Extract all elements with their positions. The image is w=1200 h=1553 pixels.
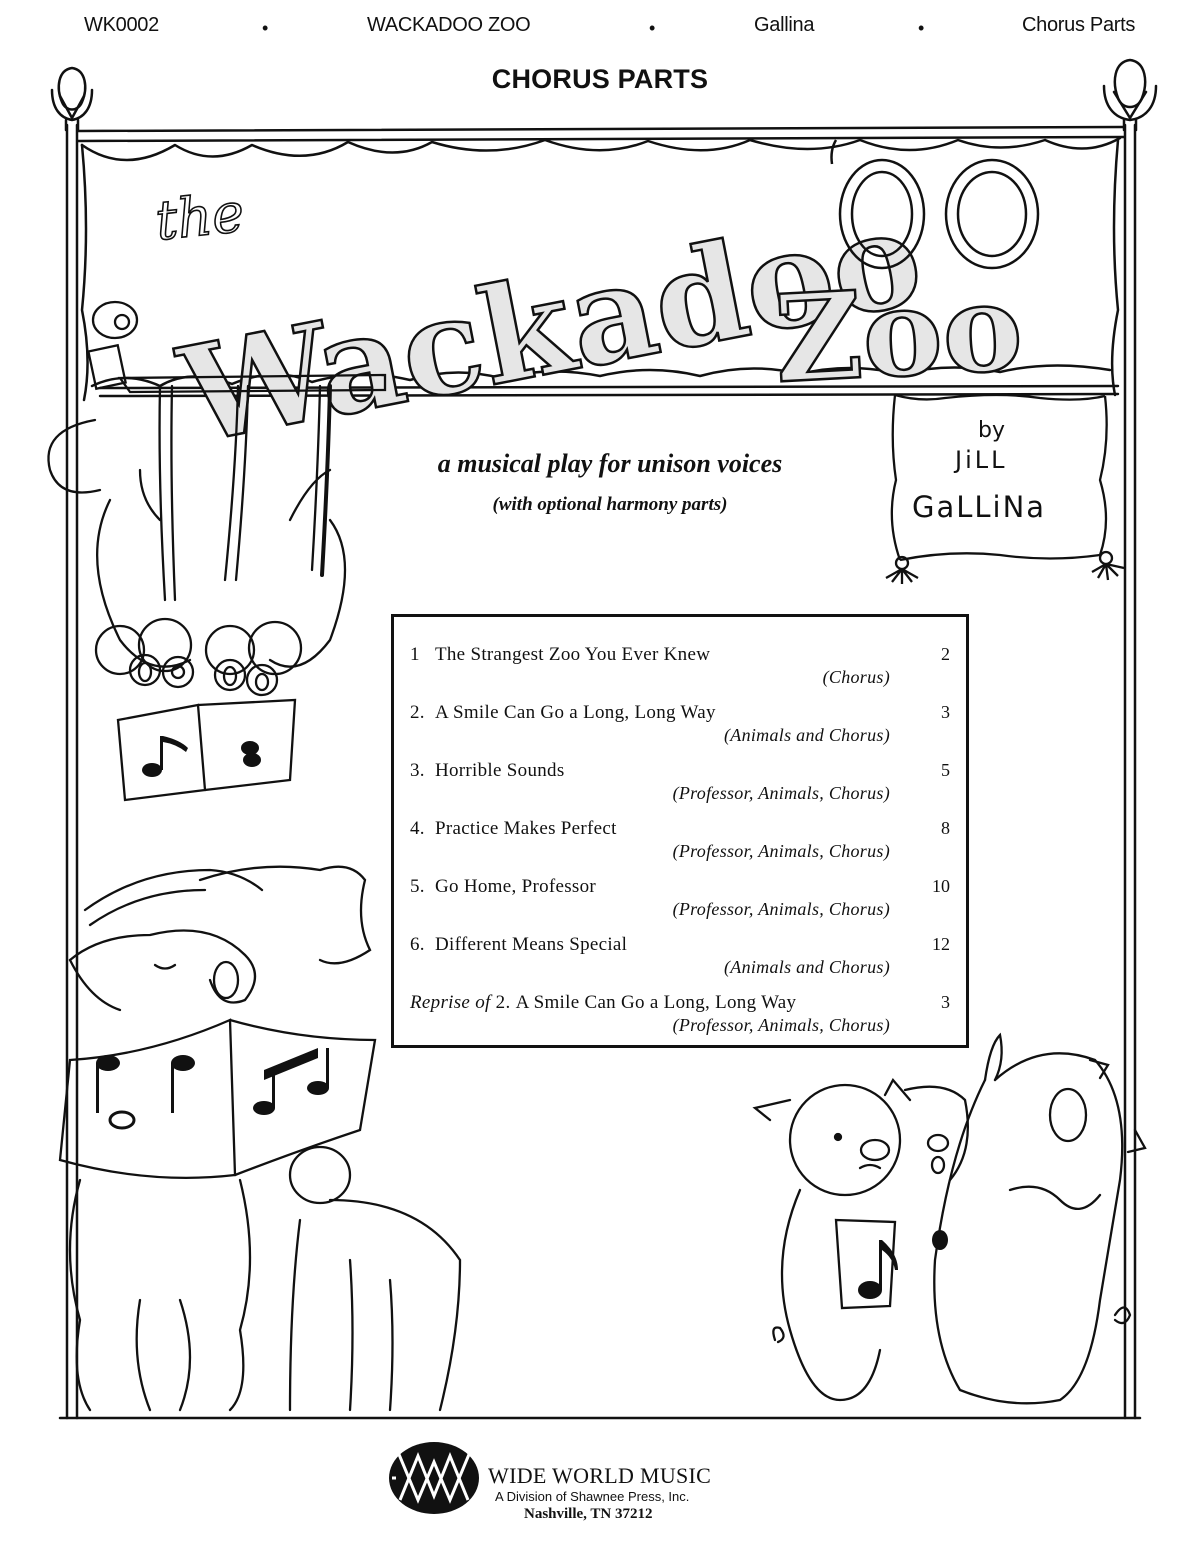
banner-title-word2: Zoo (771, 257, 1026, 411)
composer-name: Gallina (754, 14, 815, 36)
toc-entry-page: 12 (932, 934, 950, 954)
subtitle-line-1: a musical play for unison voices (437, 449, 783, 478)
toc-entry-cast: (Animals and Chorus) (723, 957, 890, 977)
toc-entry-page: 3 (941, 992, 950, 1012)
toc-entry-page: 3 (941, 702, 950, 722)
wide-world-music-logo-icon (389, 1442, 479, 1514)
tulip-finial-icon (50, 66, 94, 132)
toc-entry-title: 3. Horrible Sounds (410, 760, 565, 781)
music-note-icon (96, 1048, 329, 1130)
toc-entry-cast: (Professor, Animals, Chorus) (672, 841, 890, 861)
toc-entry-cast: (Professor, Animals, Chorus) (672, 899, 890, 919)
subtitle-line-2: (with optional harmony parts) (492, 494, 728, 515)
toc-entry-cast: (Professor, Animals, Chorus) (672, 1015, 890, 1035)
frame-left-post (65, 123, 79, 1420)
toc-entry-title: 6. Different Means Special (410, 934, 628, 955)
monkeys-hanging-from-rod-icon (47, 300, 387, 802)
frame-right-post (1123, 123, 1137, 1420)
toc-entry-title: 5. Go Home, Professor (410, 876, 597, 897)
snake-letter-icon (830, 139, 1040, 270)
author-by-label: by (978, 418, 1005, 443)
toc-entry-cast: (Animals and Chorus) (723, 725, 890, 745)
publisher-name: WIDE WORLD MUSIC (488, 1463, 712, 1488)
work-title: WACKADOO ZOO (367, 14, 531, 36)
table-of-contents: 1 The Strangest Zoo You Ever Knew 2 (Cho… (391, 614, 969, 1048)
toc-entry-cast: (Professor, Animals, Chorus) (672, 783, 890, 803)
toc-entry-page: 8 (941, 818, 950, 838)
toc-entry: 3. Horrible Sounds 5 (Professor, Animals… (394, 760, 966, 818)
publisher-city: Nashville, TN 37212 (524, 1506, 653, 1522)
separator-dot: • (262, 18, 269, 38)
toc-entry-title: 4. Practice Makes Perfect (410, 818, 617, 839)
tulip-finial-icon (1102, 58, 1158, 132)
toc-entry-page: 2 (941, 644, 950, 664)
page-title: CHORUS PARTS (491, 64, 709, 94)
banner-article: the (152, 181, 247, 253)
toc-entry-title: 2. A Smile Can Go a Long, Long Way (410, 702, 716, 723)
toc-entry-title: 1 The Strangest Zoo You Ever Knew (410, 644, 711, 665)
toc-entry: 2. A Smile Can Go a Long, Long Way 3 (An… (394, 702, 966, 760)
separator-dot: • (649, 18, 656, 38)
toc-entry: 6. Different Means Special 12 (Animals a… (394, 934, 966, 992)
author-sign (885, 393, 1125, 584)
toc-entry: 4. Practice Makes Perfect 8 (Professor, … (394, 818, 966, 876)
toc-entry: Reprise of 2. A Smile Can Go a Long, Lon… (394, 992, 966, 1050)
pigs-singing-icon (752, 1032, 1147, 1405)
music-note-icon (142, 736, 261, 777)
toc-entry: 1 The Strangest Zoo You Ever Knew 2 (Cho… (394, 644, 966, 702)
toc-entry-cast: (Chorus) (822, 667, 890, 687)
music-note-icon (858, 1230, 948, 1299)
separator-dot: • (918, 18, 925, 38)
toc-entry-page: 5 (941, 760, 950, 780)
goats-singing-icon (58, 865, 462, 1412)
author-last-name: GaLLiNa (912, 490, 1047, 524)
edition-label: Chorus Parts (1022, 14, 1136, 36)
author-first-name: JiLL (955, 446, 1008, 474)
toc-entry-title: Reprise of 2. A Smile Can Go a Long, Lon… (410, 992, 797, 1013)
catalog-number: WK0002 (84, 14, 159, 36)
toc-entry: 5. Go Home, Professor 10 (Professor, Ani… (394, 876, 966, 934)
publisher-division: A Division of Shawnee Press, Inc. (495, 1489, 690, 1504)
toc-entry-page: 10 (932, 876, 950, 896)
